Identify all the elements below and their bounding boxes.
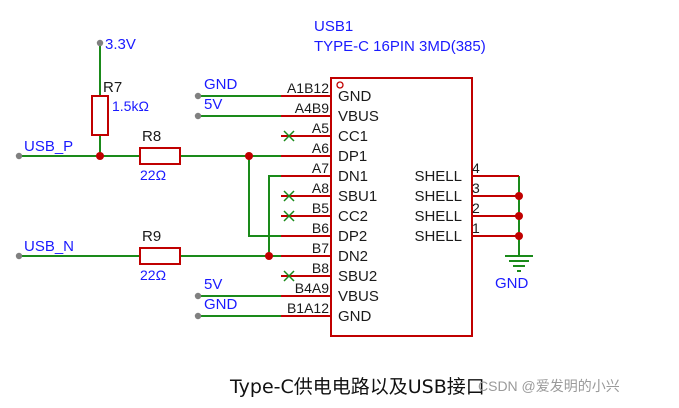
pin-number: B7 (312, 240, 329, 256)
r8-designator: R8 (142, 128, 161, 145)
ground-symbol (505, 255, 533, 272)
net-port-5v-bottom (194, 292, 202, 300)
wire-dp2 (248, 156, 281, 237)
pin-number: 2 (472, 200, 480, 216)
pin-name: SHELL (414, 228, 462, 245)
no-connect-stroke (283, 210, 295, 222)
pin-number: A7 (312, 160, 329, 176)
pin-number: B4A9 (295, 280, 329, 296)
junction-dot-r7 (96, 152, 104, 160)
pin-name: GND (338, 308, 372, 325)
r7-value: 1.5kΩ (112, 98, 149, 114)
pin-name: SBU2 (338, 268, 377, 285)
pin-number: A1B12 (287, 80, 329, 96)
pin-name: VBUS (338, 108, 379, 125)
resistor-r7 (91, 95, 109, 136)
junction-dot-shell (515, 232, 523, 240)
connector-designator: USB1 (314, 18, 353, 35)
pin-name: CC2 (338, 208, 368, 225)
pin-name: DP2 (338, 228, 367, 245)
r9-value: 22Ω (140, 267, 166, 283)
r7-designator: R7 (103, 79, 122, 96)
wire-dn1 (268, 175, 281, 256)
pin-number: 4 (472, 160, 480, 176)
pin-name: SHELL (414, 188, 462, 205)
pin-number: B6 (312, 220, 329, 236)
r9-designator: R9 (142, 228, 161, 245)
net-label-gnd-shell: GND (495, 275, 529, 292)
pin-name: DN1 (338, 168, 368, 185)
net-port-usb-n (15, 252, 23, 260)
pin-number: 1 (472, 220, 480, 236)
net-label-gnd-top: GND (204, 76, 238, 93)
net-label-usb-n: USB_N (24, 238, 74, 255)
no-connect-stroke (283, 130, 295, 142)
connector-part: TYPE-C 16PIN 3MD(385) (314, 38, 486, 55)
net-port-5v-top (194, 112, 202, 120)
pin-name: CC1 (338, 128, 368, 145)
net-port-gnd-bottom (194, 312, 202, 320)
no-connect-mark (283, 210, 295, 222)
pin-name: DP1 (338, 148, 367, 165)
net-label-3v3: 3.3V (105, 36, 136, 53)
caption: Type-C供电电路以及USB接口 (229, 376, 485, 398)
net-port-usb-p (15, 152, 23, 160)
junction-dot-dp (245, 152, 253, 160)
net-port-gnd-top (194, 92, 202, 100)
no-connect-mark (283, 270, 295, 282)
resistor-r8 (139, 147, 181, 165)
pin-number: A6 (312, 140, 329, 156)
no-connect-mark (283, 190, 295, 202)
pin-number: B1A12 (287, 300, 329, 316)
watermark: CSDN @爱发明的小兴 (478, 378, 620, 394)
pin-number: B8 (312, 260, 329, 276)
junction-dot-shell (515, 212, 523, 220)
components (15, 39, 533, 337)
no-connect-mark (283, 130, 295, 142)
pin-name: SHELL (414, 208, 462, 225)
pin-number: A8 (312, 180, 329, 196)
net-port-3v3 (96, 39, 104, 47)
pin-name: GND (338, 88, 372, 105)
pin-number: 3 (472, 180, 480, 196)
junction-dot-shell (515, 192, 523, 200)
net-label-gnd-bottom: GND (204, 296, 238, 313)
pin1-marker (336, 81, 344, 89)
connector-body (330, 77, 473, 337)
net-label-usb-p: USB_P (24, 138, 73, 155)
pin-number: A5 (312, 120, 329, 136)
net-label-5v-bottom: 5V (204, 276, 222, 293)
pin-number: A4B9 (295, 100, 329, 116)
pin-name: VBUS (338, 288, 379, 305)
no-connect-stroke (283, 190, 295, 202)
resistor-r9 (139, 247, 181, 265)
pin-number: B5 (312, 200, 329, 216)
net-label-5v-top: 5V (204, 96, 222, 113)
pin-name: SHELL (414, 168, 462, 185)
junction-dot-dn (265, 252, 273, 260)
pin-name: DN2 (338, 248, 368, 265)
pin-name: SBU1 (338, 188, 377, 205)
r8-value: 22Ω (140, 167, 166, 183)
no-connect-stroke (283, 270, 295, 282)
